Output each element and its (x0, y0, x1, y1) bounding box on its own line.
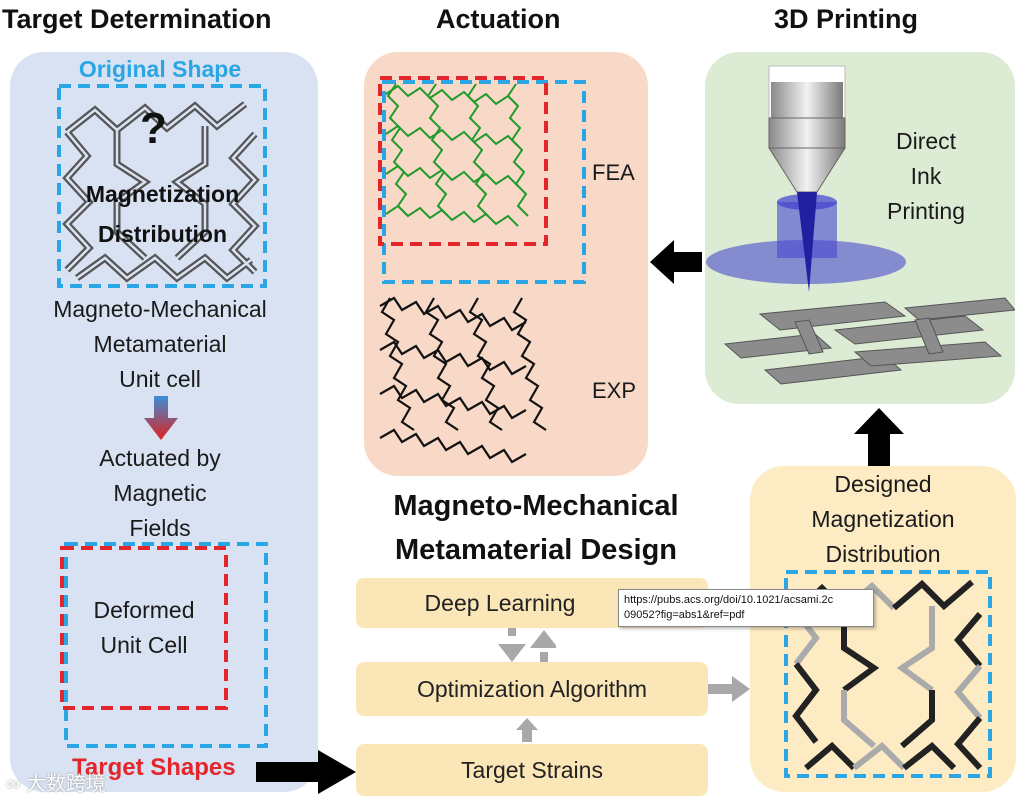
magnetization-distribution-label: Magnetization Distribution (55, 174, 270, 254)
printing-line-2: Ink (910, 163, 942, 189)
designed-panel (750, 466, 1016, 792)
actuated-line-2: Magnetic (113, 480, 207, 506)
tooltip-line-2: 09052?fig=abs1&ref=pdf (624, 609, 745, 621)
exp-lattice (379, 296, 547, 464)
actuation-panel (364, 52, 648, 476)
heading-actuation: Actuation (436, 4, 561, 34)
target-shapes-label: Target Shapes (72, 754, 236, 781)
design-title: Magneto-Mechanical Metamaterial Design (356, 484, 716, 572)
heading-3d-printing: 3D Printing (774, 4, 919, 34)
optimization-algorithm-box: Optimization Algorithm (356, 662, 708, 716)
printer-illustration (706, 65, 1015, 385)
unit-line-2: Metamaterial (93, 331, 227, 357)
deformed-unit-cell-label: Deformed Unit Cell (62, 593, 226, 663)
watermark-logo-icon: ∞ (6, 773, 26, 795)
actuated-description: Actuated by Magnetic Fields (10, 441, 310, 546)
exp-label: EXP (592, 378, 637, 403)
arrow-to-target-strains-icon (256, 750, 356, 794)
watermark-text: 大数跨境 (25, 773, 106, 795)
unit-line-3: Unit cell (119, 366, 201, 392)
design-title-line-1: Magneto-Mechanical (393, 490, 679, 522)
actuated-line-1: Actuated by (99, 445, 221, 471)
designed-line-2: Magnetization (811, 506, 955, 532)
question-mark: ? (140, 104, 167, 153)
designed-line-1: Designed (834, 471, 932, 497)
arrow-to-actuation-icon (650, 240, 702, 284)
optimization-label: Optimization Algorithm (416, 676, 648, 702)
printing-line-1: Direct (895, 128, 957, 154)
mag-line-2: Distribution (97, 221, 228, 247)
bidirectional-arrows-icon (498, 628, 556, 664)
printing-line-3: Printing (887, 198, 965, 224)
tooltip-line-1: https://pubs.acs.org/doi/10.1021/acsami.… (624, 594, 834, 606)
original-unit-cell (57, 84, 267, 288)
designed-line-3: Distribution (825, 541, 941, 567)
design-title-line-2: Metamaterial Design (394, 534, 678, 566)
deformed-line-1: Deformed (93, 597, 195, 623)
target-strains-label: Target Strains (461, 757, 603, 783)
deformed-line-2: Unit Cell (100, 632, 188, 658)
arrow-to-printing-icon (854, 408, 904, 466)
gradient-down-arrow (144, 396, 178, 440)
deformed-unit-cell-frames (60, 542, 268, 748)
optimization-to-design-arrow-icon (708, 676, 750, 702)
actuated-line-3: Fields (129, 515, 191, 541)
designed-unit-cell (784, 570, 992, 778)
unit-line-1: Magneto-Mechanical (53, 296, 267, 322)
deep-learning-label: Deep Learning (424, 590, 576, 616)
watermark: ∞ 大数跨境 (6, 767, 106, 796)
original-shape-label: Original Shape (78, 56, 242, 82)
heading-target-determination: Target Determination (2, 4, 272, 34)
fea-label: FEA (592, 160, 635, 185)
fea-lattice (378, 76, 586, 284)
unit-cell-description: Magneto-Mechanical Metamaterial Unit cel… (10, 292, 310, 397)
url-tooltip: https://pubs.acs.org/doi/10.1021/acsami.… (618, 589, 874, 627)
target-strains-box: Target Strains (356, 744, 708, 796)
direct-ink-printing-label: Direct Ink Printing (872, 124, 980, 229)
designed-magnetization-label: Designed Magnetization Distribution (750, 467, 1016, 572)
mag-line-1: Magnetization (85, 181, 240, 207)
strains-to-optimization-arrow-icon (516, 718, 538, 742)
